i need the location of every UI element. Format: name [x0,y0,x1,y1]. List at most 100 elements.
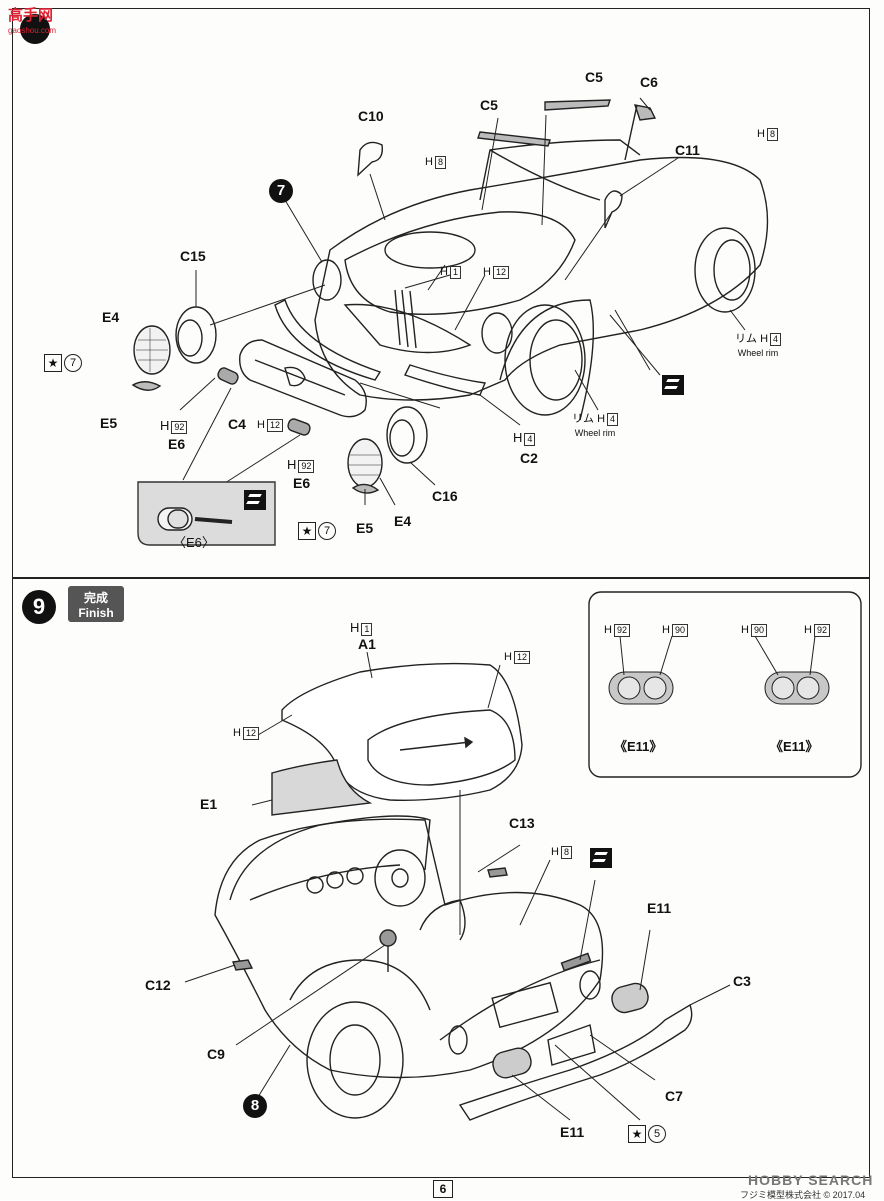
car-grille [343,303,472,354]
windscreen-rear-view [229,815,431,901]
windshield-frame [479,139,641,201]
detail-right-label: 《E11》 [770,739,819,754]
emblem [284,366,306,387]
car-body-rear [214,818,604,1079]
part-label-e6-left: E6 [168,436,186,452]
part-label-c16: C16 [432,488,458,504]
rear-bumper-c3 [458,1003,693,1121]
logo-subtext: gaoshou.com [8,26,57,35]
part-e5-left [131,381,162,391]
watermark: HOBBY SEARCH [748,1172,874,1188]
step9-title-en: Finish [78,606,114,620]
windshield-line [489,149,601,201]
part-label-c5-right: C5 [585,69,603,85]
site-logo: 高手网 gaoshou.com [6,4,70,44]
hardtop-window [367,709,516,786]
star-callout-step5: ★5 [628,1125,666,1143]
part-c13 [487,867,508,878]
antenna-c6 [633,104,657,121]
part-label-e4-right: E4 [394,513,412,529]
inset-label-e6: 〈E6〉 [173,535,215,550]
part-label-c7: C7 [665,1088,683,1104]
rear-window-e1 [271,759,373,816]
front-bumper-right [404,364,486,396]
part-label-e11-bottom: E11 [560,1124,585,1140]
part-label-e5-right: E5 [356,520,374,536]
tail-lamp-e11-left [492,1047,532,1079]
copyright: フジミ模型株式会社 © 2017.04 [740,1190,866,1200]
gear-knob-c9 [379,929,397,947]
paint-marker-icon [244,490,266,510]
paint-marker-icon [590,848,612,868]
step9-number: 9 [22,590,56,624]
front-bumper-left [274,299,382,381]
rear-wheel-step9 [306,1001,404,1119]
steering-wheel [374,849,426,907]
part-e5-right [351,483,380,494]
rear-wheel [694,227,756,313]
hood-bulge [384,231,476,269]
part-label-c15: C15 [180,248,206,264]
detail-left-label: 《E11》 [614,739,663,754]
seat [419,899,466,941]
tail-lamp-e11-right [611,982,649,1014]
step8-number-badge [20,14,50,44]
part-e6-left [217,367,239,385]
star-callout-right: ★7 [298,522,336,540]
part-label-e1: E1 [200,796,218,812]
rear-emblem [560,952,592,972]
wiper-c5-left [477,131,551,147]
callout-step8: 8 [243,1094,267,1118]
part-label-a1: A1 [358,636,376,652]
part-label-c12: C12 [145,977,171,993]
rear-light-left [448,1025,468,1055]
logo-text: 高手网 [8,7,54,24]
grille-part-c4 [239,339,367,418]
part-label-e4-left: E4 [102,309,120,325]
wiper-c5-right [544,99,611,111]
step9-title-badge: 完成 Finish [68,586,124,622]
part-label-c5-left: C5 [480,97,498,113]
part-label-e11-top: E11 [647,900,672,916]
star-icon: ★ [44,354,62,372]
license-plate-c7 [547,1024,596,1066]
step9-title-jp: 完成 [83,591,108,605]
part-label-c13: C13 [509,815,535,831]
part-label-c10: C10 [358,108,384,124]
paint-marker-icon [662,375,684,395]
hood-outline [344,211,576,315]
step9-panel [12,578,870,1178]
part-label-c4: C4 [228,416,246,432]
star-icon: ★ [628,1125,646,1143]
part-e6-lower [287,418,311,436]
part-label-c11: C11 [675,142,700,158]
headlight-right [481,312,513,354]
rear-light-right [579,970,601,1000]
page-number: 6 [433,1180,453,1198]
part-label-c6: C6 [640,74,658,90]
part-label-c3: C3 [733,973,751,989]
part-label-e5-left: E5 [100,415,118,431]
part-label-c9: C9 [207,1046,225,1062]
star-callout-left: ★7 [44,354,82,372]
car-body-outline [314,156,769,401]
